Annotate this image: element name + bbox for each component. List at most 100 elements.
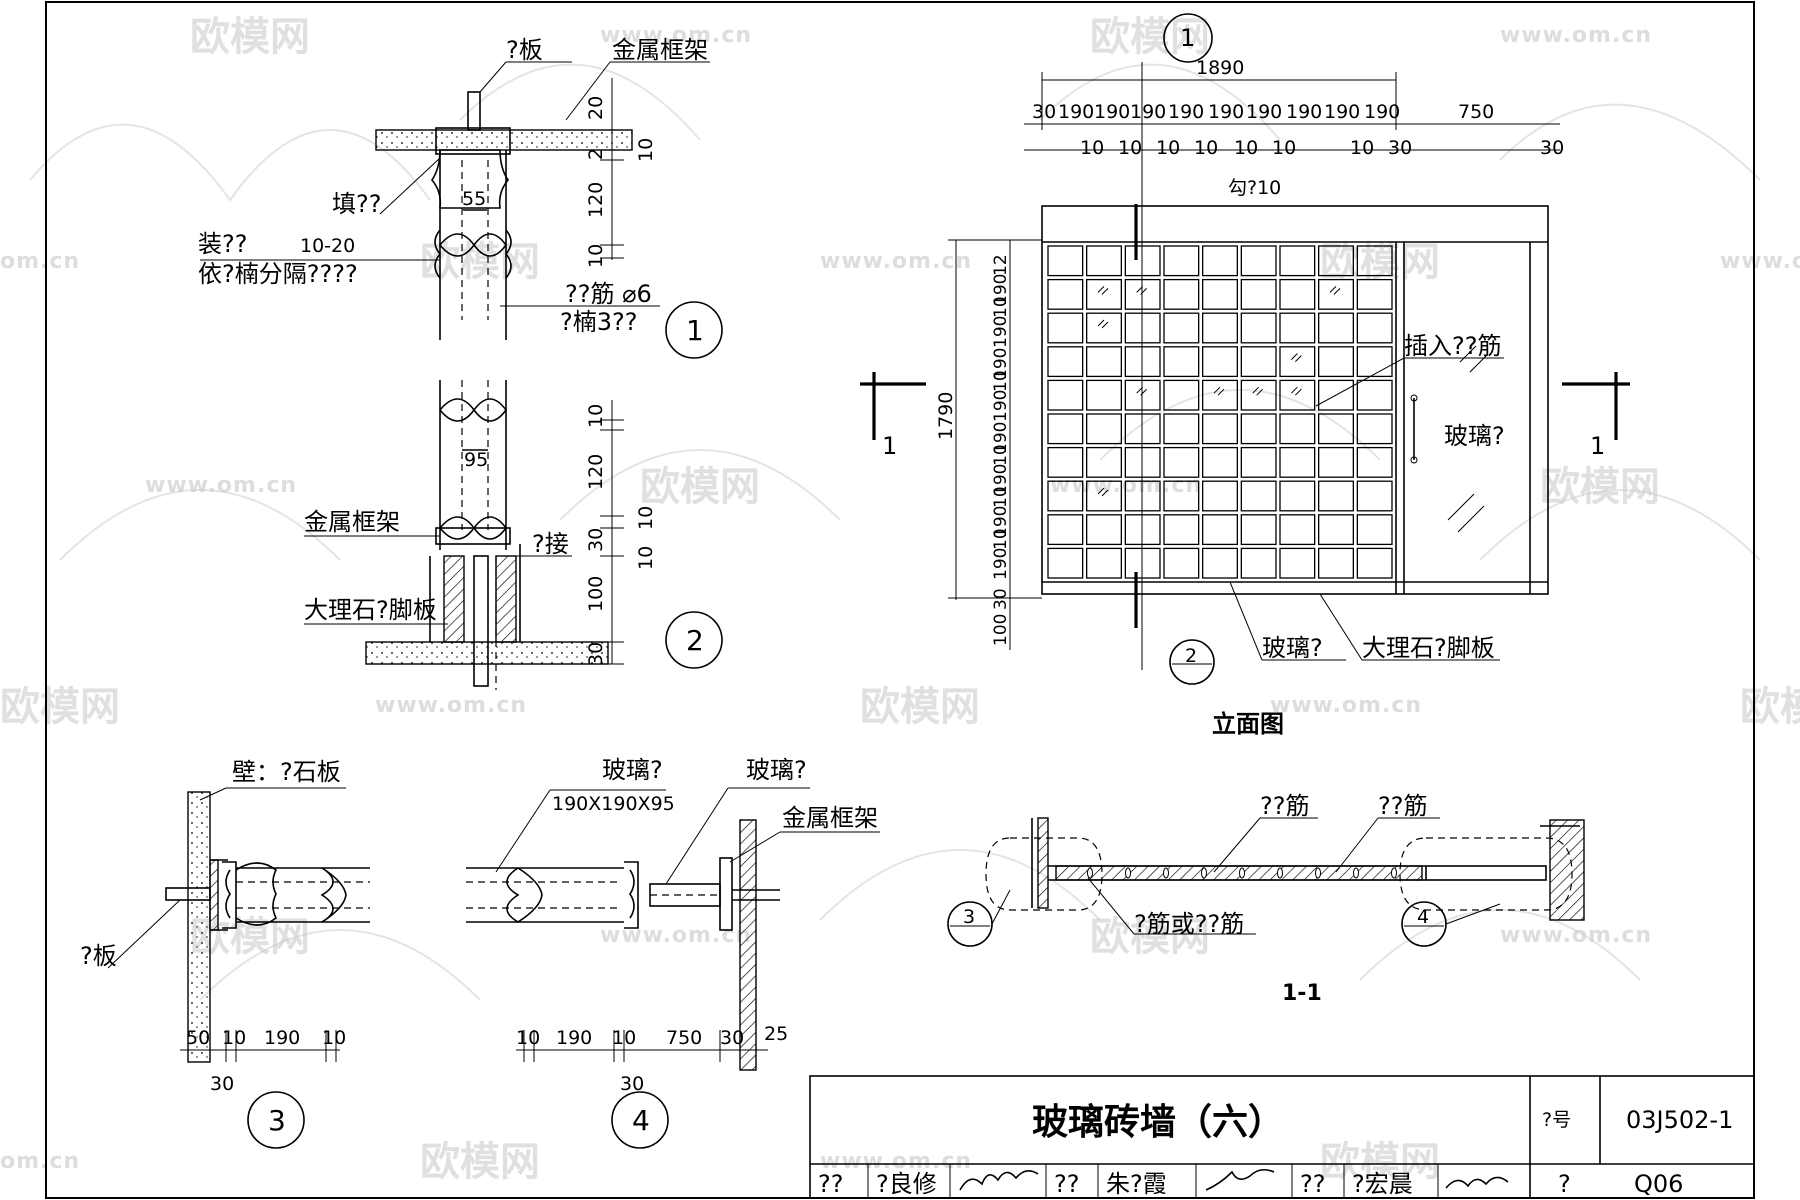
glass-hatch-mark (1252, 386, 1264, 396)
label-joint-10: 勾?10 (1228, 177, 1281, 199)
elevation-gap-dim: 10 (1272, 137, 1296, 159)
detail-bubble-2 (665, 611, 723, 669)
rebar-mark (1201, 867, 1207, 879)
elevation-gap-dim: 30 (1388, 137, 1412, 159)
elevation-left-dim: 190 (991, 548, 1011, 580)
glass-block-cell (1202, 278, 1238, 310)
rebar-mark (1391, 867, 1397, 879)
elevation-top-dim: 190 (1094, 101, 1130, 123)
glass-hatch-mark (1213, 386, 1225, 396)
glass-block-cell (1240, 446, 1277, 478)
section-title: 1-1 (1282, 981, 1322, 1006)
glass-block-cell (1047, 413, 1084, 445)
glass-block-cell (1279, 312, 1316, 344)
axis-bubble (1169, 639, 1215, 685)
glass-hatch-mark (1097, 286, 1109, 295)
dim-95: 95 (464, 449, 488, 471)
glass-block-cell (1047, 379, 1084, 411)
rebar-marks (1087, 867, 1397, 879)
dim-overall: 1890 (1196, 57, 1244, 79)
section-mark: 1 (882, 432, 897, 460)
glass-block-cell (1086, 278, 1122, 310)
label-fill: 填?? (332, 190, 381, 218)
watermark-brand: 欧模网 (1090, 914, 1210, 960)
watermark-brand: 欧模网 (640, 464, 760, 510)
dim-row-3: 50 10 190 10 30 (180, 1027, 346, 1095)
frame-head (435, 127, 511, 155)
signature (1445, 1176, 1509, 1189)
dim-10: 10 (635, 506, 657, 530)
glass-block-cell (1240, 514, 1277, 546)
marble-base-left (443, 555, 465, 643)
glass-block-cell (1202, 480, 1238, 512)
axis-bubble (1163, 13, 1213, 63)
dim-10: 10 (516, 1027, 540, 1049)
glass-hatch-mark (1329, 286, 1341, 295)
glass-block-cell (1318, 379, 1354, 411)
anchor-plate (165, 887, 211, 901)
glass-block-cell (1086, 245, 1122, 277)
tb-cell: Q06 (1634, 1170, 1683, 1198)
dim-190: 190 (264, 1027, 300, 1049)
label-frame: 金属框架 (782, 804, 878, 832)
frame-plate (719, 857, 733, 931)
detail-number-2: 2 (686, 624, 704, 657)
glass-block-cell (1163, 480, 1200, 512)
glass-block-cell (1163, 245, 1200, 277)
dim-50: 50 (186, 1027, 210, 1049)
watermark-layer: 欧模网 www.om.cn 欧模网 www.om.cn om.cn 欧模网 ww… (0, 14, 1800, 1185)
label-rebar-or: ?筋或??筋 (1134, 910, 1244, 938)
glass-block-cell (1240, 278, 1277, 310)
detail-bubble-4 (611, 1091, 669, 1149)
watermark-brand: 欧模网 (1320, 239, 1440, 285)
glass-hatch-mark (1290, 386, 1302, 396)
elevation-title: 立面图 (1212, 710, 1284, 738)
watermark-url: om.cn (0, 1149, 80, 1174)
watermark-url: www.om.cn (600, 23, 752, 48)
dim-row-4: 10 190 10 750 30 25 30 (516, 1023, 788, 1095)
glass-block-cell (1279, 547, 1316, 579)
tb-cell: ?宏晨 (1352, 1170, 1413, 1198)
anchor-rod (467, 91, 481, 131)
glass-block-cell (1279, 245, 1316, 277)
right-column (1549, 819, 1585, 921)
dim-30: 30 (585, 528, 607, 552)
glass-block-cell (1318, 480, 1354, 512)
watermark-url: www.om.cn (1500, 923, 1652, 948)
dim-10: 10 (222, 1027, 246, 1049)
label-size: 190X190X95 (552, 793, 675, 815)
glass-block-cell (1318, 346, 1354, 378)
elevation-gap-dim: 10 (1350, 137, 1374, 159)
tb-cell: ?? (818, 1170, 843, 1198)
dim-750: 750 (666, 1027, 702, 1049)
wall-column (739, 819, 757, 1071)
glass-block-cell (1318, 514, 1354, 546)
section-cut-left: 1 (860, 372, 926, 460)
elevation-left-dim: 190 (991, 464, 1011, 496)
dim-30: 30 (720, 1027, 744, 1049)
glass-block-cell (1047, 346, 1084, 378)
glass-block-cell (1279, 514, 1316, 546)
elevation-top-dim: 190 (1208, 101, 1244, 123)
watermark-url: www.om.cn (820, 249, 972, 274)
glass-block-cell (1086, 379, 1122, 411)
glass-block-cell (1356, 480, 1393, 512)
rebar-mark (1239, 867, 1245, 879)
glass-hatch-mark (1290, 353, 1302, 362)
glass-block-cell (1279, 379, 1316, 411)
elevation-left-dim: 190 (991, 422, 1011, 454)
glass-block-cell (1124, 547, 1161, 579)
glass-block-cell (1240, 346, 1277, 378)
glass-block-cell (1047, 547, 1084, 579)
dim-100: 100 (585, 576, 607, 612)
glass-block-cell (1279, 480, 1316, 512)
dim-column-2: 10 120 10 30 10 100 30 (585, 400, 657, 666)
glass-block-cell (1047, 278, 1084, 310)
dim-10: 10 (612, 1027, 636, 1049)
glass-block-cell (1202, 413, 1238, 445)
glass-block-cell (1279, 446, 1316, 478)
detail-number-3: 3 (268, 1104, 286, 1137)
elevation-top-dim: 190 (1168, 101, 1204, 123)
label-frame: 金属框架 (304, 508, 400, 536)
glass-block-cell (1202, 547, 1238, 579)
